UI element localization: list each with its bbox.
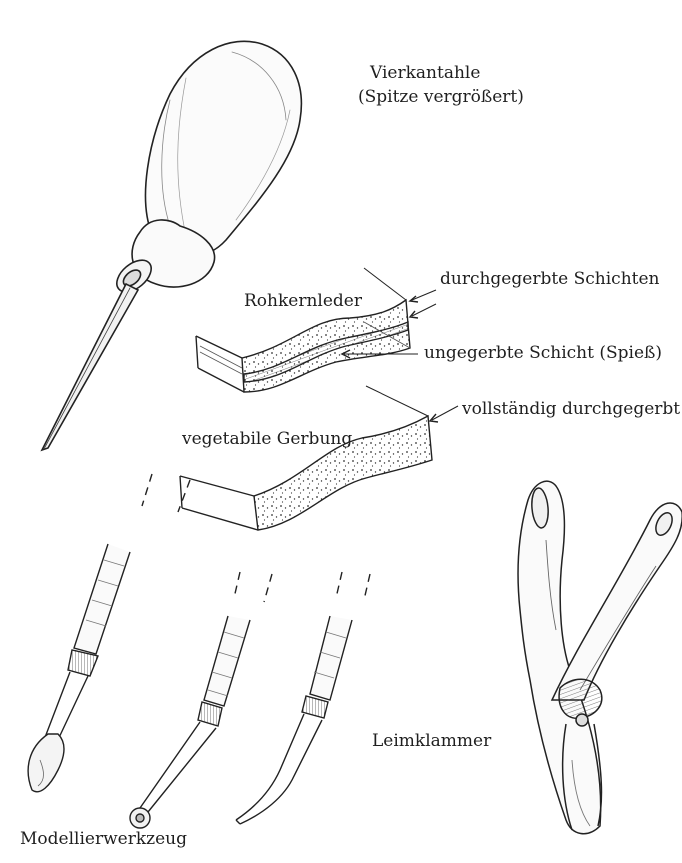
modeling-tool-3 xyxy=(236,572,370,824)
awl-label-subtitle: (Spitze vergrößert) xyxy=(358,86,524,108)
untanned-layer-label: ungegerbte Schicht (Spieß) xyxy=(424,342,662,364)
modeling-tool-1 xyxy=(28,474,190,792)
modeling-tool-label: Modellierwerkzeug xyxy=(20,828,187,850)
raw-leather-drawing xyxy=(196,268,436,392)
awl-label: Vierkantahle xyxy=(370,62,480,84)
modeling-tool-2 xyxy=(130,572,272,828)
glue-clamp-drawing xyxy=(518,481,682,834)
raw-core-leather-label: Rohkernleder xyxy=(244,290,362,312)
glue-clamp-label: Leimklammer xyxy=(372,730,491,752)
fully-tanned-label: vollständig durchgegerbt xyxy=(462,398,680,420)
tanned-layers-label: durchgegerbte Schichten xyxy=(440,268,659,290)
vegetable-tanning-label: vegetabile Gerbung xyxy=(182,428,352,450)
vegetable-tanned-leather-drawing xyxy=(180,386,458,530)
